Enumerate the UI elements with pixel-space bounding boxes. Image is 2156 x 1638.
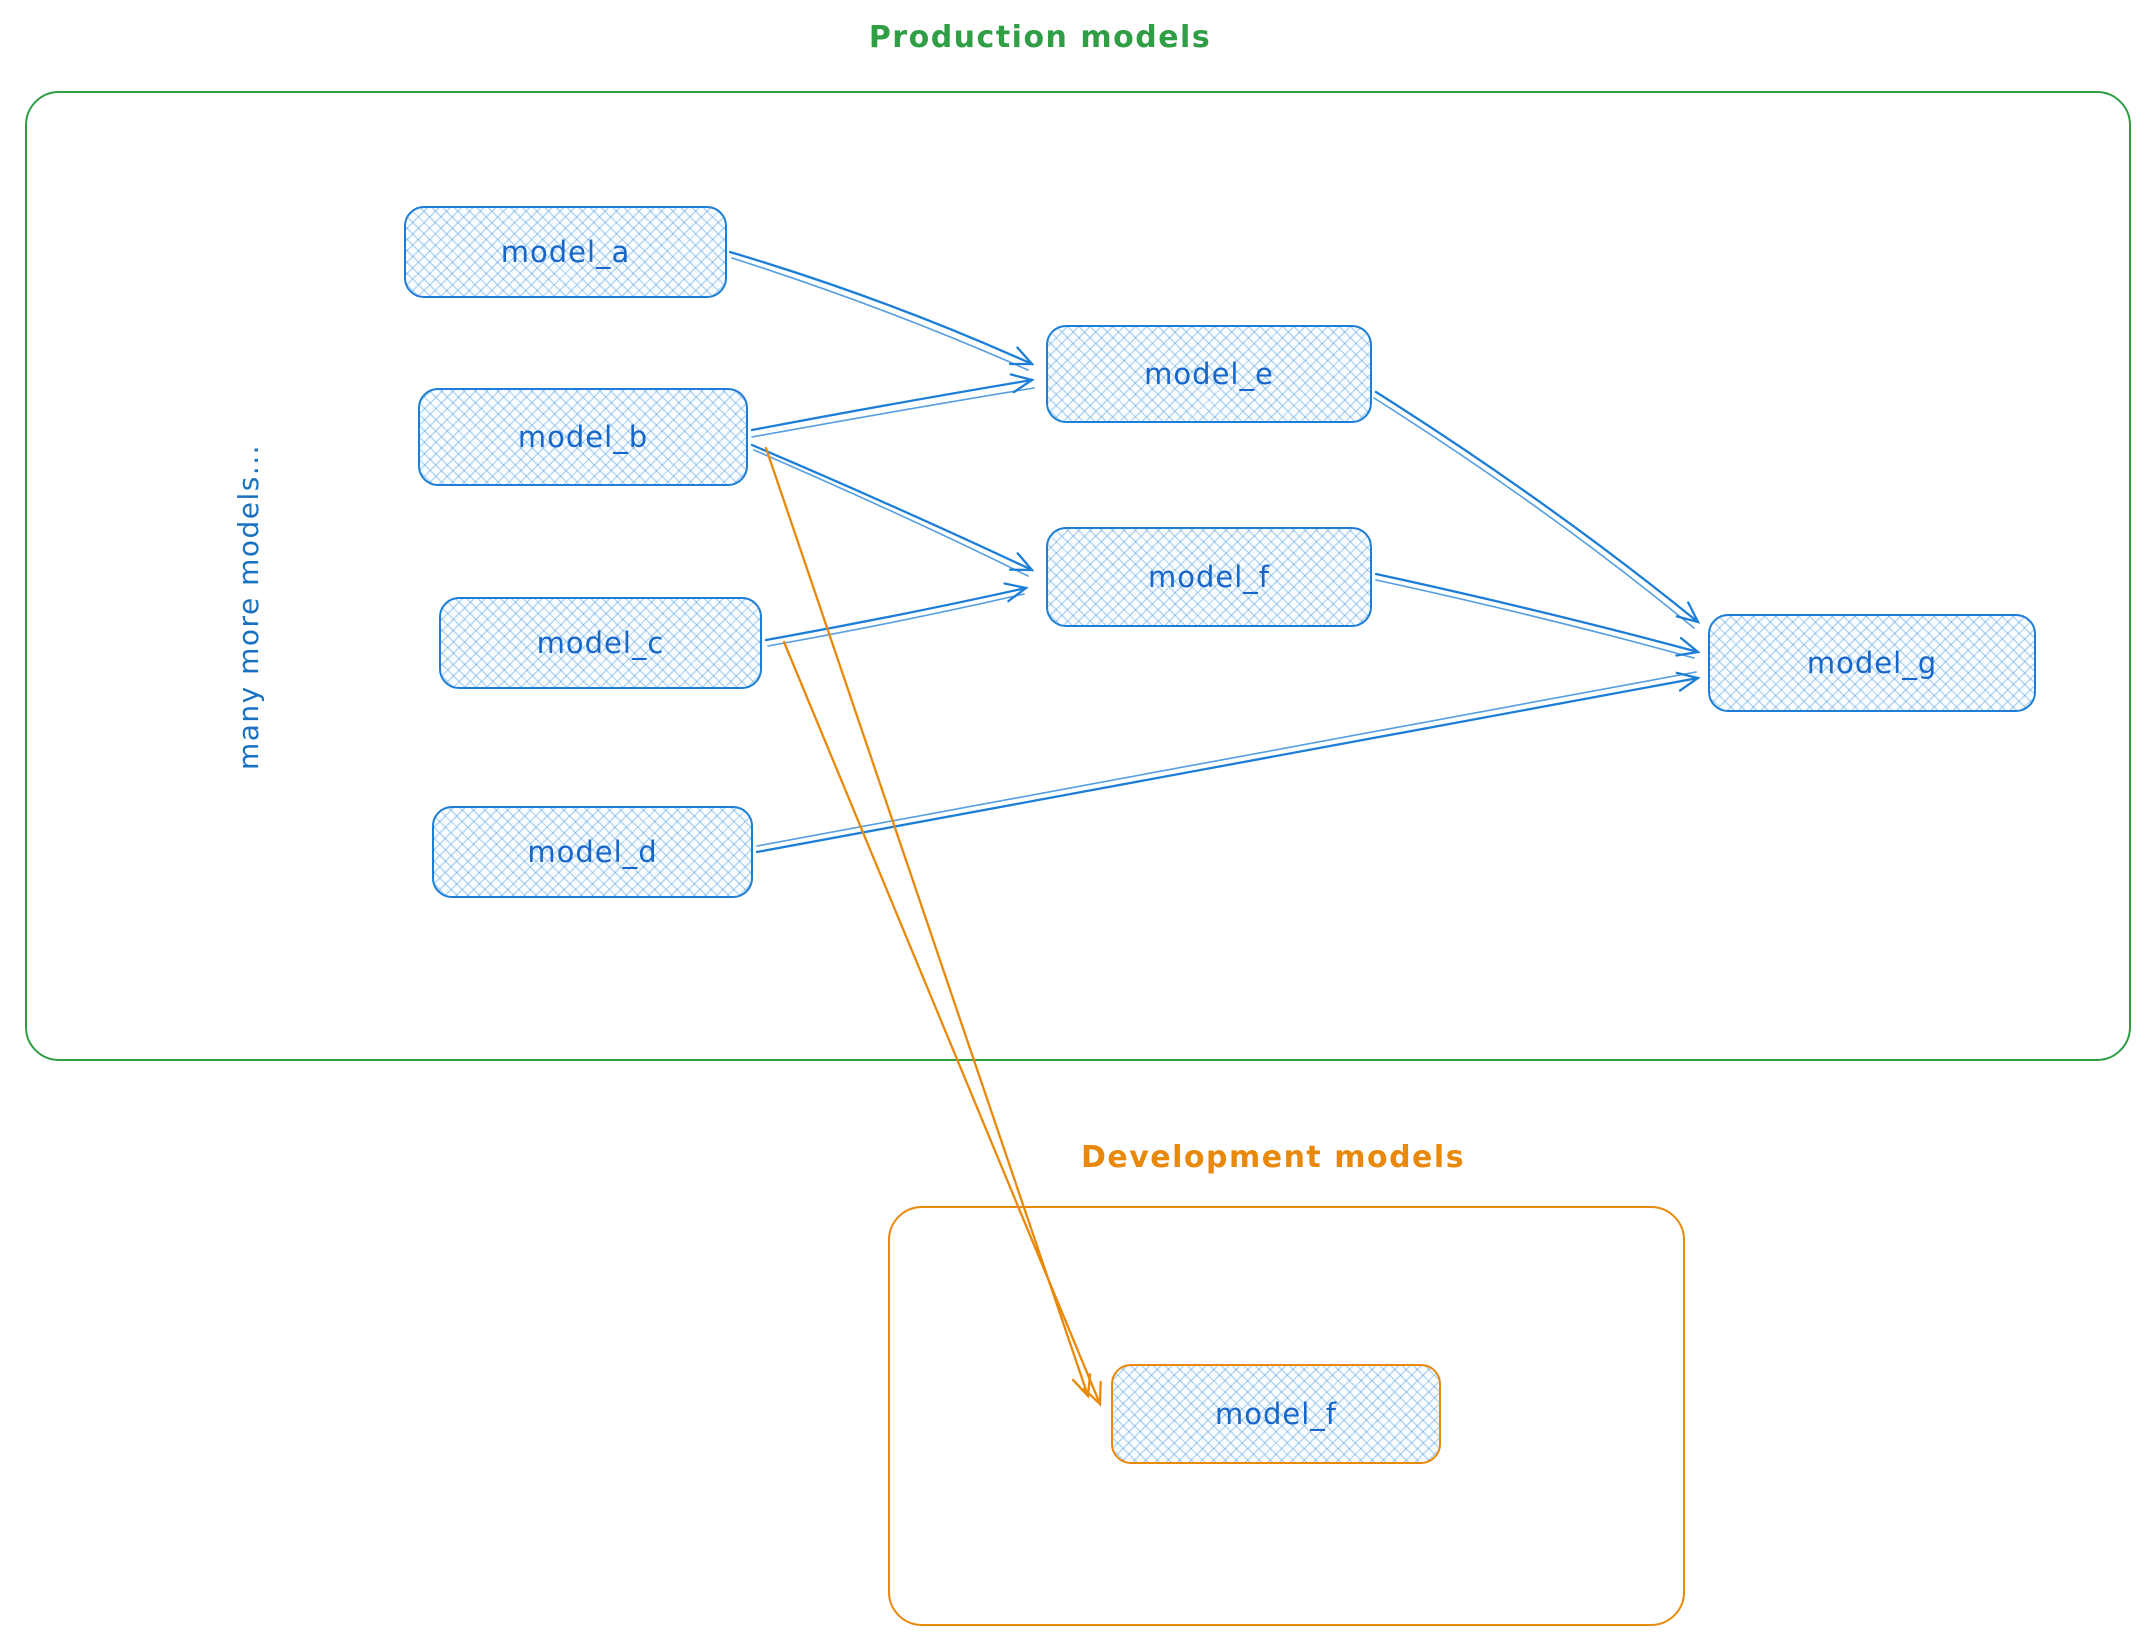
development-group-title: Development models — [1080, 1140, 1466, 1175]
node-model-d-label: model_d — [527, 835, 658, 869]
node-model-g: model_g — [1708, 614, 2036, 712]
development-group-box — [888, 1206, 1685, 1626]
node-model-d: model_d — [432, 806, 753, 898]
node-model-f-label: model_f — [1147, 560, 1270, 594]
node-model-f: model_f — [1046, 527, 1372, 627]
node-dev-model-f: model_f — [1111, 1364, 1441, 1464]
node-dev-model-f-label: model_f — [1214, 1397, 1337, 1431]
many-more-models-label: many more models... — [232, 443, 265, 770]
node-model-e-label: model_e — [1144, 357, 1274, 391]
node-model-b: model_b — [418, 388, 748, 486]
node-model-e: model_e — [1046, 325, 1372, 423]
node-model-b-label: model_b — [517, 420, 649, 454]
node-model-c-label: model_c — [536, 626, 665, 660]
node-model-a-label: model_a — [500, 235, 631, 269]
node-model-c: model_c — [439, 597, 762, 689]
node-model-a: model_a — [404, 206, 727, 298]
node-model-g-label: model_g — [1806, 646, 1938, 680]
production-group-title: Production models — [868, 20, 1212, 55]
